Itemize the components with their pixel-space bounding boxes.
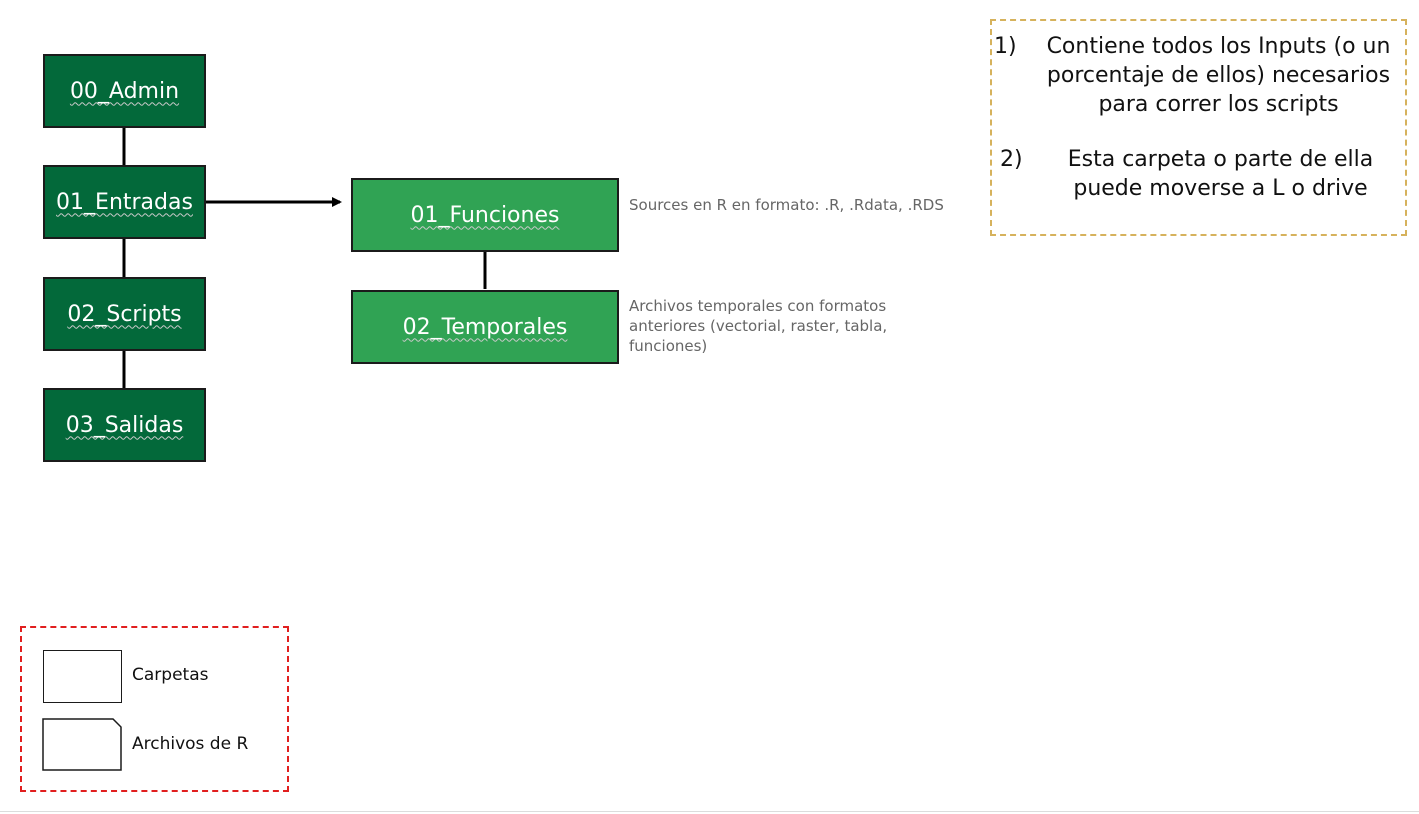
folder-funciones-label: 01_Funciones	[410, 202, 560, 228]
legend-box: Carpetas Archivos de R	[20, 626, 289, 792]
folder-temporales-label: 02_Temporales	[402, 314, 568, 340]
callout-item1-number: 1)	[994, 34, 1017, 59]
folder-admin[interactable]: 00_Admin	[43, 54, 206, 128]
folder-scripts-label: 02_Scripts	[67, 301, 182, 327]
callout-box: 1) Contiene todos los Inputs (o un porce…	[990, 19, 1407, 236]
callout-item2-text: Esta carpeta o parte de ella puede mover…	[1067, 147, 1374, 201]
legend-folder-swatch	[43, 650, 122, 703]
folder-entradas-label: 01_Entradas	[56, 189, 193, 215]
folder-entradas[interactable]: 01_Entradas	[43, 165, 206, 239]
note-temporales: Archivos temporales con formatos anterio…	[629, 297, 888, 355]
legend-file-swatch	[42, 718, 122, 771]
folder-funciones[interactable]: 01_Funciones	[351, 178, 619, 252]
folder-scripts[interactable]: 02_Scripts	[43, 277, 206, 351]
callout-item2-number: 2)	[1000, 147, 1023, 172]
folder-salidas-label: 03_Salidas	[65, 412, 184, 438]
folder-temporales[interactable]: 02_Temporales	[351, 290, 619, 364]
folder-admin-label: 00_Admin	[69, 78, 180, 104]
legend-file-label: Archivos de R	[132, 734, 249, 754]
note-funciones: Sources en R en formato: .R, .Rdata, .RD…	[629, 196, 944, 214]
folder-salidas[interactable]: 03_Salidas	[43, 388, 206, 462]
bottom-divider	[0, 811, 1419, 812]
legend-folder-label: Carpetas	[132, 665, 209, 685]
callout-item1-text: Contiene todos los Inputs (o un porcenta…	[1046, 34, 1391, 117]
